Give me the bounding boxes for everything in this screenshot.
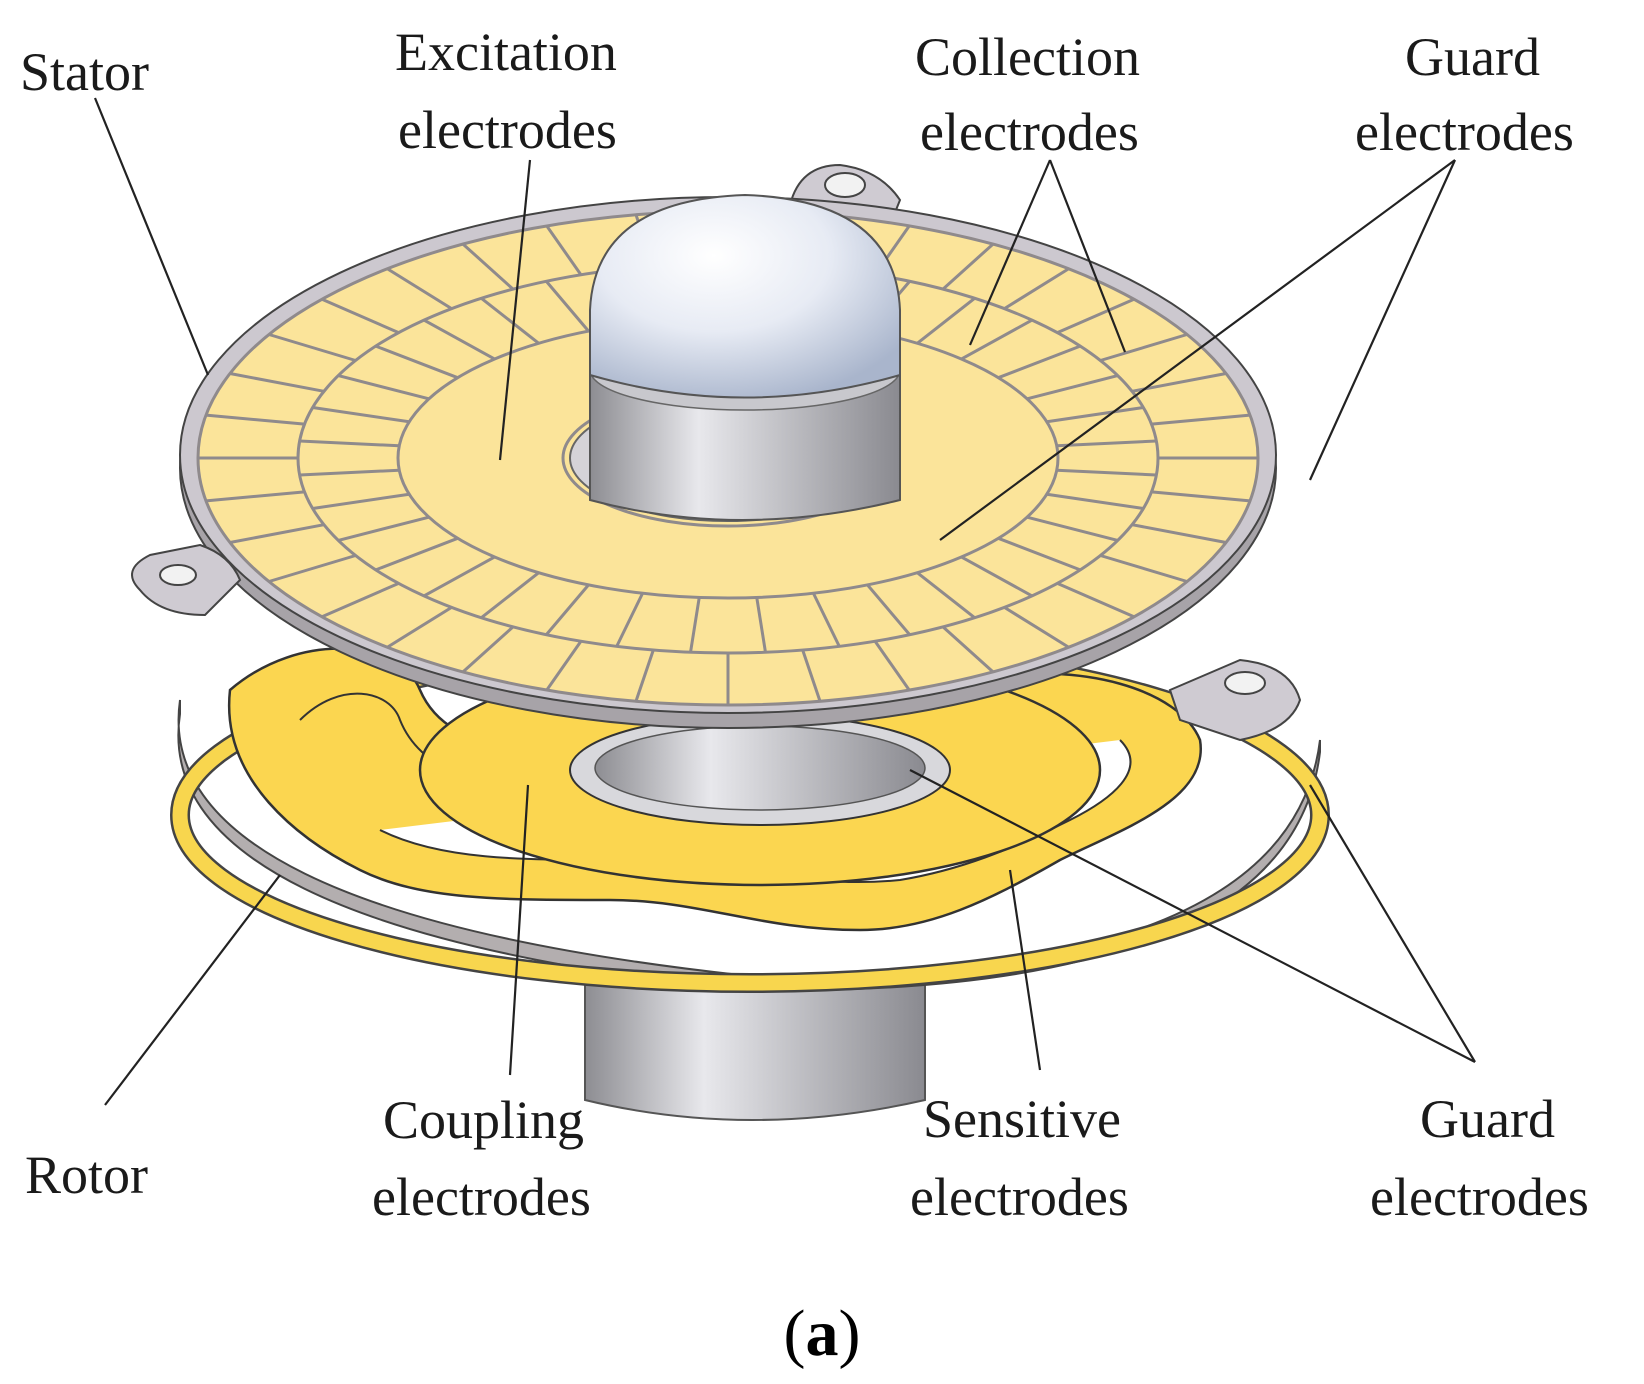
grid-line [997,536,1081,572]
stator [131,163,1302,742]
grid-line [321,297,400,335]
grid-line [1151,413,1251,426]
grid-line [960,318,1033,361]
grid-line [960,555,1033,598]
grid-line [299,439,400,448]
grid-line [1003,267,1070,310]
grid-line [386,267,453,310]
label-excitation-line1: Excitation [395,22,617,82]
grid-line [1026,374,1119,401]
grid-line [1003,606,1070,649]
grid-line [461,242,515,291]
grid-line [545,225,583,276]
grid-line [1099,333,1188,362]
label-stator: Stator [20,42,149,102]
label-sensitive-line1: Sensitive [923,1089,1121,1149]
grid-line [205,490,305,503]
grid-line [916,571,976,619]
label-collection-line2: electrodes [920,102,1139,162]
grid-line [1056,581,1135,619]
label-guard-bottom-line2: electrodes [1370,1167,1589,1227]
label-guard-bottom-line1: Guard [1420,1089,1555,1149]
grid-line [615,592,644,648]
caption-open-paren: ( [784,1297,806,1370]
labels: Stator Excitation electrodes Collection … [20,22,1589,1370]
grid-line [997,344,1081,380]
grid-line [1026,515,1119,542]
grid-line [866,583,911,636]
grid-line [229,523,325,544]
grid-line [375,536,459,572]
grid-line [1131,372,1227,393]
grid-line [229,372,325,393]
grid-line [1046,492,1144,510]
grid-line [689,597,701,653]
grid-line [545,280,590,333]
grid-line [916,297,976,345]
grid-line [545,583,590,636]
grid-line [337,374,430,401]
grid-line [205,413,305,426]
grid-line [337,515,430,542]
grid-line [299,468,400,477]
grid-line [1056,439,1157,448]
upper-shaft [589,193,901,521]
label-guard-top-line2: electrodes [1355,102,1574,162]
grid-line [941,242,995,291]
label-excitation-line2: electrodes [398,100,617,160]
label-coupling-line1: Coupling [383,1090,584,1150]
grid-line [386,606,453,649]
label-coupling-line2: electrodes [372,1167,591,1227]
grid-line [1099,554,1188,583]
stator-mounting-lugs [131,163,1302,742]
grid-line [1046,406,1144,424]
caption-close-paren: ) [839,1297,861,1370]
caption-letter: a [806,1297,839,1370]
dome [589,193,901,399]
label-rotor: Rotor [25,1145,148,1205]
label-sensitive-line2: electrodes [910,1167,1129,1227]
grid-line [634,649,655,702]
grid-line [812,592,841,648]
grid-line [268,554,357,583]
grid-line [480,571,540,619]
grid-line [1131,523,1227,544]
grid-line [941,625,995,674]
grid-line [461,625,515,674]
grid-line [801,649,822,702]
grid-line [321,581,400,619]
label-guard-top-line1: Guard [1405,27,1540,87]
caption: (a) [784,1297,861,1370]
leader-lines [93,97,1476,1106]
grid-line [873,640,911,691]
grid-line [480,297,540,345]
grid-line [312,406,410,424]
grid-line [545,640,583,691]
label-collection-line1: Collection [915,27,1140,87]
lower-shaft [584,984,926,1121]
grid-line [312,492,410,510]
grid-line [375,344,459,380]
grid-line [755,597,767,653]
grid-line [268,333,357,362]
grid-line [1056,297,1135,335]
grid-line [423,555,496,598]
grid-line [1056,468,1157,477]
grid-line [1151,490,1251,503]
grid-line [423,318,496,361]
